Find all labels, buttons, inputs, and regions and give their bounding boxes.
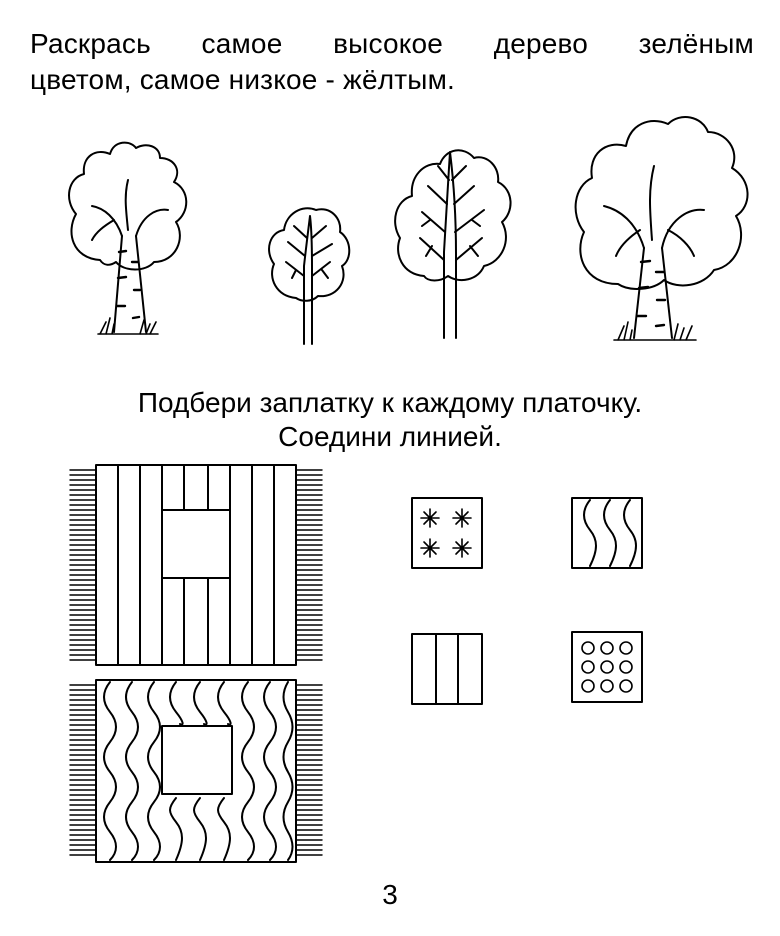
patch-stripes[interactable] bbox=[412, 634, 482, 704]
birch-tree-large[interactable] bbox=[576, 117, 748, 340]
asterisk-icon bbox=[453, 509, 471, 527]
wavy-lines bbox=[584, 500, 636, 566]
asterisk-icon bbox=[421, 539, 439, 557]
stripes bbox=[436, 634, 458, 704]
tree-crown bbox=[269, 208, 349, 301]
birch-marks bbox=[637, 261, 665, 326]
crown-inner-branches bbox=[92, 180, 168, 240]
task-color-trees-text: Раскрась самое высокое дерево зелёным цв… bbox=[30, 26, 754, 98]
tree-trunk bbox=[444, 152, 456, 338]
handkerchief-hole bbox=[162, 510, 230, 578]
patch-frame bbox=[572, 632, 642, 702]
birch-marks bbox=[117, 251, 140, 318]
patch-asterisks[interactable] bbox=[412, 498, 482, 568]
handkerchief-wavy[interactable] bbox=[70, 680, 322, 862]
patch-circles[interactable] bbox=[572, 632, 642, 702]
task-color-trees-line-1: Раскрась самое высокое дерево зелёным bbox=[30, 28, 754, 59]
fringe-left bbox=[70, 685, 96, 855]
tree-trunk bbox=[114, 236, 146, 332]
fringe-right bbox=[296, 470, 322, 660]
task-match-patches-line-1: Подбери заплатку к каждому платочку. bbox=[137, 387, 643, 418]
tree-branches bbox=[420, 166, 484, 260]
handkerchief-stripes[interactable] bbox=[70, 465, 322, 665]
fringe-left bbox=[70, 470, 96, 660]
handkerchief-body bbox=[96, 680, 296, 862]
wavy-lines bbox=[104, 682, 293, 860]
fringe-right bbox=[296, 685, 322, 855]
grass bbox=[614, 322, 696, 340]
patch-frame bbox=[412, 498, 482, 568]
tree-branches bbox=[286, 226, 332, 278]
tree-crown bbox=[395, 150, 510, 280]
patch-frame bbox=[412, 634, 482, 704]
deciduous-tree-small[interactable] bbox=[269, 208, 349, 344]
patch-frame bbox=[572, 498, 642, 568]
circles bbox=[582, 642, 632, 692]
tree-crown bbox=[69, 143, 186, 270]
page-number: 3 bbox=[382, 879, 398, 910]
tree-trunk bbox=[304, 216, 312, 344]
grass bbox=[98, 318, 158, 334]
tree-trunk bbox=[634, 248, 672, 338]
crown-inner-branches bbox=[604, 166, 704, 256]
asterisk-icon bbox=[421, 509, 439, 527]
deciduous-tree-medium[interactable] bbox=[395, 150, 510, 338]
task-match-patches-line-2: Соедини линией. bbox=[278, 421, 502, 452]
tree-crown bbox=[576, 117, 748, 289]
birch-tree-medium[interactable] bbox=[69, 143, 186, 334]
patch-wavy[interactable] bbox=[572, 498, 642, 568]
handkerchief-hole bbox=[162, 726, 232, 794]
task-color-trees-line-2: цветом, самое низкое - жёлтым. bbox=[30, 64, 456, 95]
asterisk-icon bbox=[453, 539, 471, 557]
